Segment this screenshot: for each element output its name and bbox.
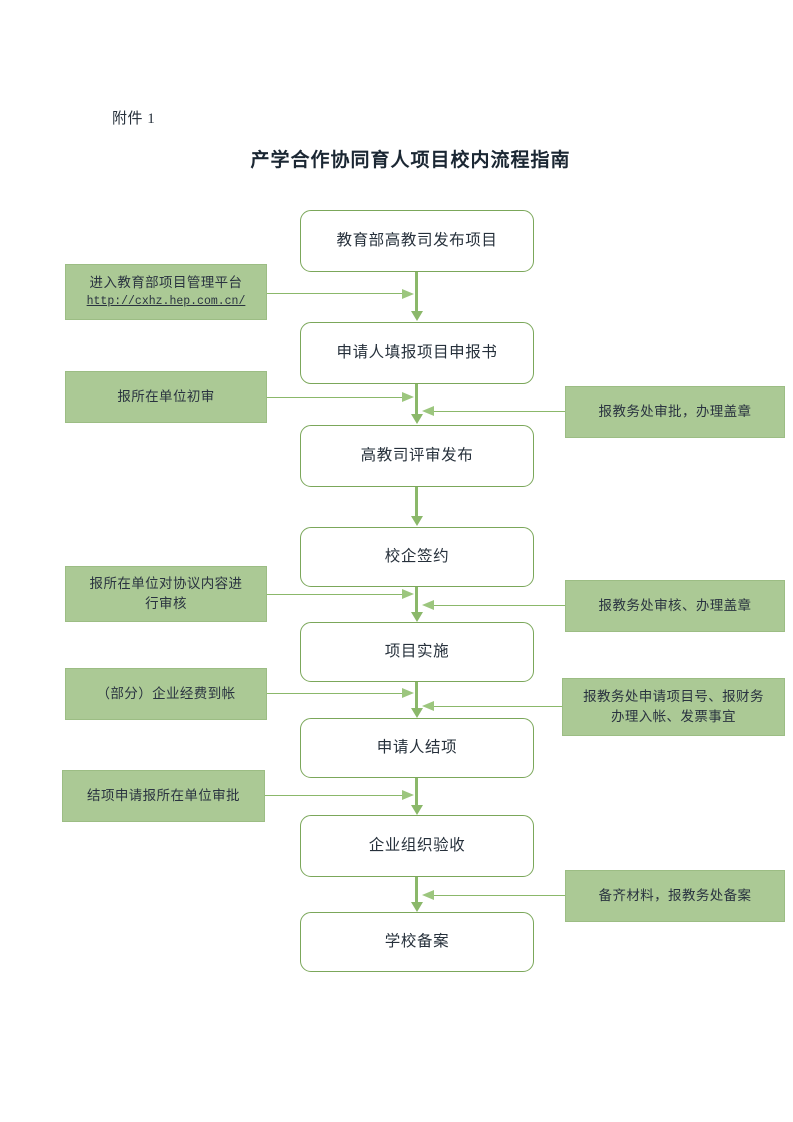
arrow-down-icon — [410, 414, 423, 424]
side-note-line2: 行审核 — [145, 596, 187, 611]
flow-node-label: 学校备案 — [384, 932, 450, 950]
arrow-left-icon — [422, 701, 434, 711]
flow-node-label: 教育部高教司发布项目 — [336, 231, 498, 249]
side-note-left-note-3[interactable]: 报所在单位对协议内容进 行审核 — [65, 566, 267, 622]
arrow-right-icon — [402, 392, 414, 402]
page-title: 产学合作协同育人项目校内流程指南 — [0, 145, 793, 172]
arrow-left-icon — [422, 406, 434, 416]
arrow-down-icon — [410, 902, 423, 912]
connector-step5-step6 — [415, 682, 418, 710]
flow-node-label: 企业组织验收 — [368, 836, 466, 854]
flow-node-step-4[interactable]: 校企签约 — [300, 527, 534, 587]
flow-node-step-8[interactable]: 学校备案 — [300, 912, 534, 972]
flow-node-label: 项目实施 — [384, 642, 450, 660]
connector-step2-step3 — [415, 384, 418, 417]
side-note-line1: 报教务处审批，办理盖章 — [598, 404, 752, 420]
side-note-line1: 报所在单位对协议内容进 — [89, 576, 243, 592]
side-note-right-note-4[interactable]: 备齐材料，报教务处备案 — [565, 870, 785, 922]
arrow-left-icon — [422, 890, 434, 900]
connector-left-note-4 — [267, 693, 408, 695]
attachment-label: 附件 1 — [112, 111, 156, 127]
arrow-down-icon — [410, 516, 423, 526]
flow-node-label: 申请人填报项目申报书 — [336, 343, 498, 361]
side-note-line1: （部分）企业经费到帐 — [96, 686, 236, 702]
side-note-right-note-1[interactable]: 报教务处审批，办理盖章 — [565, 386, 785, 438]
connector-left-note-1 — [267, 293, 408, 295]
flow-node-step-2[interactable]: 申请人填报项目申报书 — [300, 322, 534, 384]
connector-left-note-2 — [267, 397, 408, 399]
connector-right-note-4 — [434, 895, 565, 897]
connector-step3-step4 — [415, 487, 418, 518]
side-note-line1: 结项申请报所在单位审批 — [87, 788, 240, 804]
side-note-left-note-4[interactable]: （部分）企业经费到帐 — [65, 668, 267, 720]
side-note-line1: 报教务处申请项目号、报财务 — [583, 689, 764, 705]
flow-node-label: 高教司评审发布 — [360, 446, 474, 464]
side-note-left-note-2[interactable]: 报所在单位初审 — [65, 371, 267, 423]
connector-step7-step8 — [415, 877, 418, 905]
flow-node-step-3[interactable]: 高教司评审发布 — [300, 425, 534, 487]
flow-node-step-6[interactable]: 申请人结项 — [300, 718, 534, 778]
side-note-left-note-5[interactable]: 结项申请报所在单位审批 — [62, 770, 265, 822]
side-note-left-note-1[interactable]: 进入教育部项目管理平台 http://cxhz.hep.com.cn/ — [65, 264, 267, 320]
arrow-right-icon — [402, 589, 414, 599]
connector-left-note-3 — [267, 594, 408, 596]
connector-right-note-1 — [434, 411, 565, 413]
connector-left-note-5 — [265, 795, 408, 797]
arrow-down-icon — [410, 311, 423, 321]
flow-node-step-5[interactable]: 项目实施 — [300, 622, 534, 682]
side-note-line1: 备齐材料，报教务处备案 — [598, 888, 752, 904]
side-note-line2: 办理入帐、发票事宜 — [610, 709, 737, 724]
arrow-right-icon — [402, 688, 414, 698]
connector-right-note-3 — [434, 706, 562, 708]
arrow-left-icon — [422, 600, 434, 610]
platform-url[interactable]: http://cxhz.hep.com.cn/ — [86, 294, 246, 308]
flow-node-step-1[interactable]: 教育部高教司发布项目 — [300, 210, 534, 272]
side-note-right-note-3[interactable]: 报教务处申请项目号、报财务 办理入帐、发票事宜 — [562, 678, 785, 736]
connector-step6-step7 — [415, 778, 418, 807]
connector-step4-step5 — [415, 587, 418, 615]
connector-step1-step2 — [415, 272, 418, 314]
arrow-down-icon — [410, 805, 423, 815]
flow-node-label: 申请人结项 — [376, 738, 458, 756]
side-note-line1: 报教务处审核、办理盖章 — [598, 598, 752, 614]
page-title-text: 产学合作协同育人项目校内流程指南 — [250, 150, 571, 171]
connector-right-note-2 — [434, 605, 565, 607]
arrow-down-icon — [410, 708, 423, 718]
arrow-right-icon — [402, 790, 414, 800]
side-note-right-note-2[interactable]: 报教务处审核、办理盖章 — [565, 580, 785, 632]
flow-node-step-7[interactable]: 企业组织验收 — [300, 815, 534, 877]
flow-node-label: 校企签约 — [384, 547, 450, 565]
arrow-right-icon — [402, 288, 414, 299]
side-note-line1: 报所在单位初审 — [117, 389, 215, 405]
side-note-line1: 进入教育部项目管理平台 — [89, 275, 243, 291]
arrow-down-icon — [410, 612, 423, 622]
